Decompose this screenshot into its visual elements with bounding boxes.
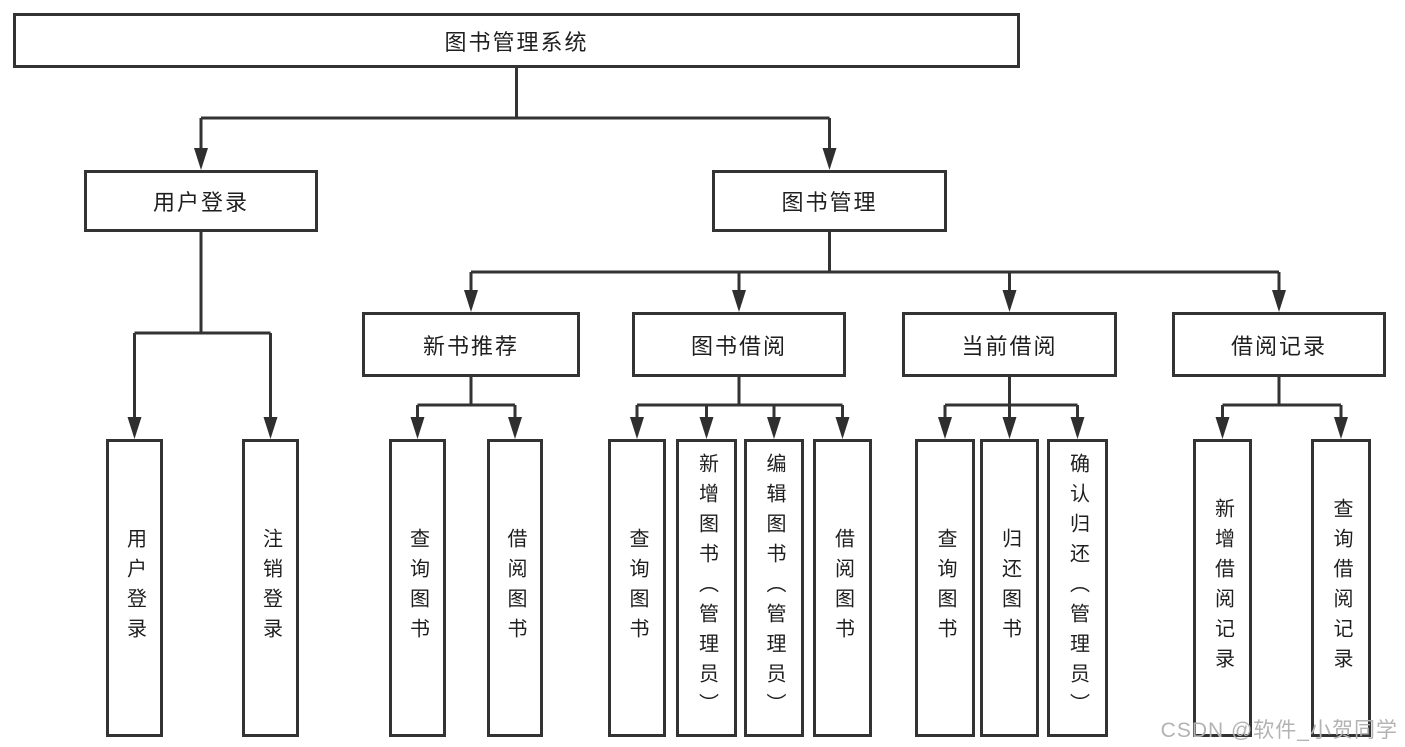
node-return-books: 归还图书 [980, 439, 1039, 737]
node-query-borrow-record: 查询借阅记录 [1311, 439, 1371, 737]
node-book-borrowing-label: 图书借阅 [690, 333, 787, 359]
node-new-book-recommend-label: 新书推荐 [422, 333, 519, 359]
node-add-borrow-record-label: 新增借阅记录 [1211, 498, 1234, 678]
connector-book-borrowing-children [630, 377, 850, 439]
node-book-borrowing: 图书借阅 [632, 312, 846, 377]
node-logout-label: 注销登录 [259, 528, 282, 648]
node-book-management-label: 图书管理 [781, 190, 878, 215]
node-current-borrowing: 当前借阅 [902, 312, 1117, 377]
node-borrowing-records: 借阅记录 [1172, 312, 1386, 377]
node-add-borrow-record: 新增借阅记录 [1193, 439, 1252, 737]
node-logout: 注销登录 [242, 439, 299, 737]
node-user-login-module: 用户登录 [84, 170, 318, 232]
node-edit-books-admin: 编辑图书（管理员） [744, 439, 804, 737]
connector-borrowing-records-children [1215, 377, 1348, 439]
node-borrow-books-leaf-label: 借阅图书 [831, 528, 854, 648]
node-borrow-books-leaf: 借阅图书 [813, 439, 872, 737]
node-return-books-label: 归还图书 [998, 528, 1021, 648]
node-borrow-books-recommend-label: 借阅图书 [504, 528, 526, 648]
node-root-label: 图书管理系统 [444, 29, 589, 55]
node-add-books-admin: 新增图书（管理员） [676, 439, 737, 737]
node-query-books-borrowing-label: 查询图书 [626, 528, 648, 648]
node-query-books-recommend-label: 查询图书 [406, 528, 429, 648]
node-add-books-admin-label: 新增图书（管理员） [695, 453, 718, 723]
connector-new-book-recommend-children [410, 377, 522, 439]
node-borrowing-records-label: 借阅记录 [1230, 333, 1327, 359]
node-confirm-return-admin-label: 确认归还（管理员） [1066, 453, 1089, 723]
connector-user-login-children [127, 232, 278, 439]
connector-root-to-level2 [194, 68, 837, 170]
node-book-management: 图书管理 [712, 170, 947, 232]
node-query-borrow-record-label: 查询借阅记录 [1330, 498, 1352, 678]
connector-current-borrowing-children [938, 377, 1085, 439]
node-query-books-current: 查询图书 [915, 439, 975, 737]
node-borrow-books-recommend: 借阅图书 [487, 439, 543, 737]
node-query-books-recommend: 查询图书 [389, 439, 446, 737]
node-root: 图书管理系统 [13, 13, 1020, 68]
node-edit-books-admin-label: 编辑图书（管理员） [763, 453, 785, 723]
connector-book-management-children [464, 232, 1286, 312]
node-user-login-module-label: 用户登录 [152, 190, 249, 215]
node-query-books-borrowing: 查询图书 [608, 439, 666, 737]
node-current-borrowing-label: 当前借阅 [961, 333, 1058, 359]
node-confirm-return-admin: 确认归还（管理员） [1047, 439, 1108, 737]
node-query-books-current-label: 查询图书 [934, 528, 956, 648]
node-user-login-leaf-label: 用户登录 [123, 528, 146, 648]
node-new-book-recommend: 新书推荐 [362, 312, 580, 377]
node-user-login-leaf: 用户登录 [106, 439, 163, 737]
csdn-watermark: CSDN @软件_小贺同学 [1160, 719, 1398, 742]
